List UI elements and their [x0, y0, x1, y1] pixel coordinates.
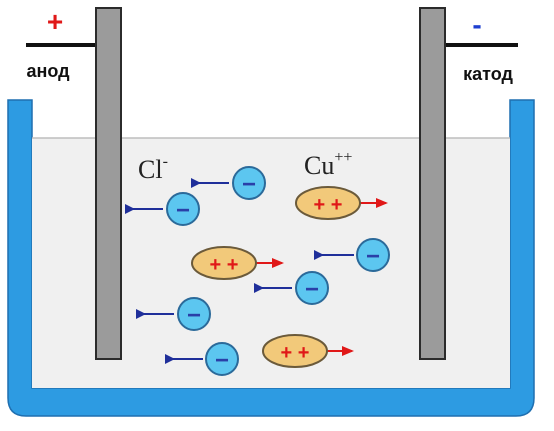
cation-symbol: + + — [210, 254, 239, 276]
cathode-electrode — [419, 7, 446, 360]
chloride-ion-label: Cl- — [138, 153, 168, 184]
anode-label: анод — [26, 61, 70, 81]
anion-symbol: − — [366, 243, 380, 270]
anion-symbol: − — [187, 302, 201, 329]
anion-circle — [166, 192, 200, 226]
anion-5: − — [136, 297, 211, 331]
chloride-charge: - — [163, 153, 168, 170]
cation-ellipse — [295, 186, 361, 220]
anion-circle — [295, 271, 329, 305]
anion-symbol: − — [242, 171, 256, 198]
anion-symbol: − — [305, 276, 319, 303]
copper-base: Cu — [304, 151, 334, 180]
anode-electrode — [95, 7, 122, 360]
cation-1: + + — [295, 186, 388, 220]
anion-6: − — [165, 342, 239, 376]
anion-3: − — [314, 238, 390, 272]
cathode-label: катод — [463, 64, 513, 84]
anion-symbol: − — [176, 197, 190, 224]
anion-circle — [177, 297, 211, 331]
chloride-base: Cl — [138, 155, 163, 184]
cation-3: + + — [262, 334, 354, 368]
anion-circle — [205, 342, 239, 376]
anion-circle — [232, 166, 266, 200]
cation-2: + + — [191, 246, 284, 280]
anion-4: − — [254, 271, 329, 305]
vessel-wall — [7, 99, 535, 417]
anion-circle — [356, 238, 390, 272]
cathode-sign: - — [472, 9, 481, 40]
copper-charge: ++ — [334, 149, 352, 166]
anion-1: − — [191, 166, 266, 200]
copper-ion-label: Cu++ — [304, 149, 352, 180]
cation-symbol: + + — [314, 194, 343, 216]
cation-ellipse — [191, 246, 257, 280]
anion-2: − — [125, 192, 200, 226]
anode-sign: + — [47, 6, 63, 37]
anion-symbol: − — [215, 347, 229, 374]
cation-ellipse — [262, 334, 328, 368]
cation-symbol: + + — [281, 342, 310, 364]
